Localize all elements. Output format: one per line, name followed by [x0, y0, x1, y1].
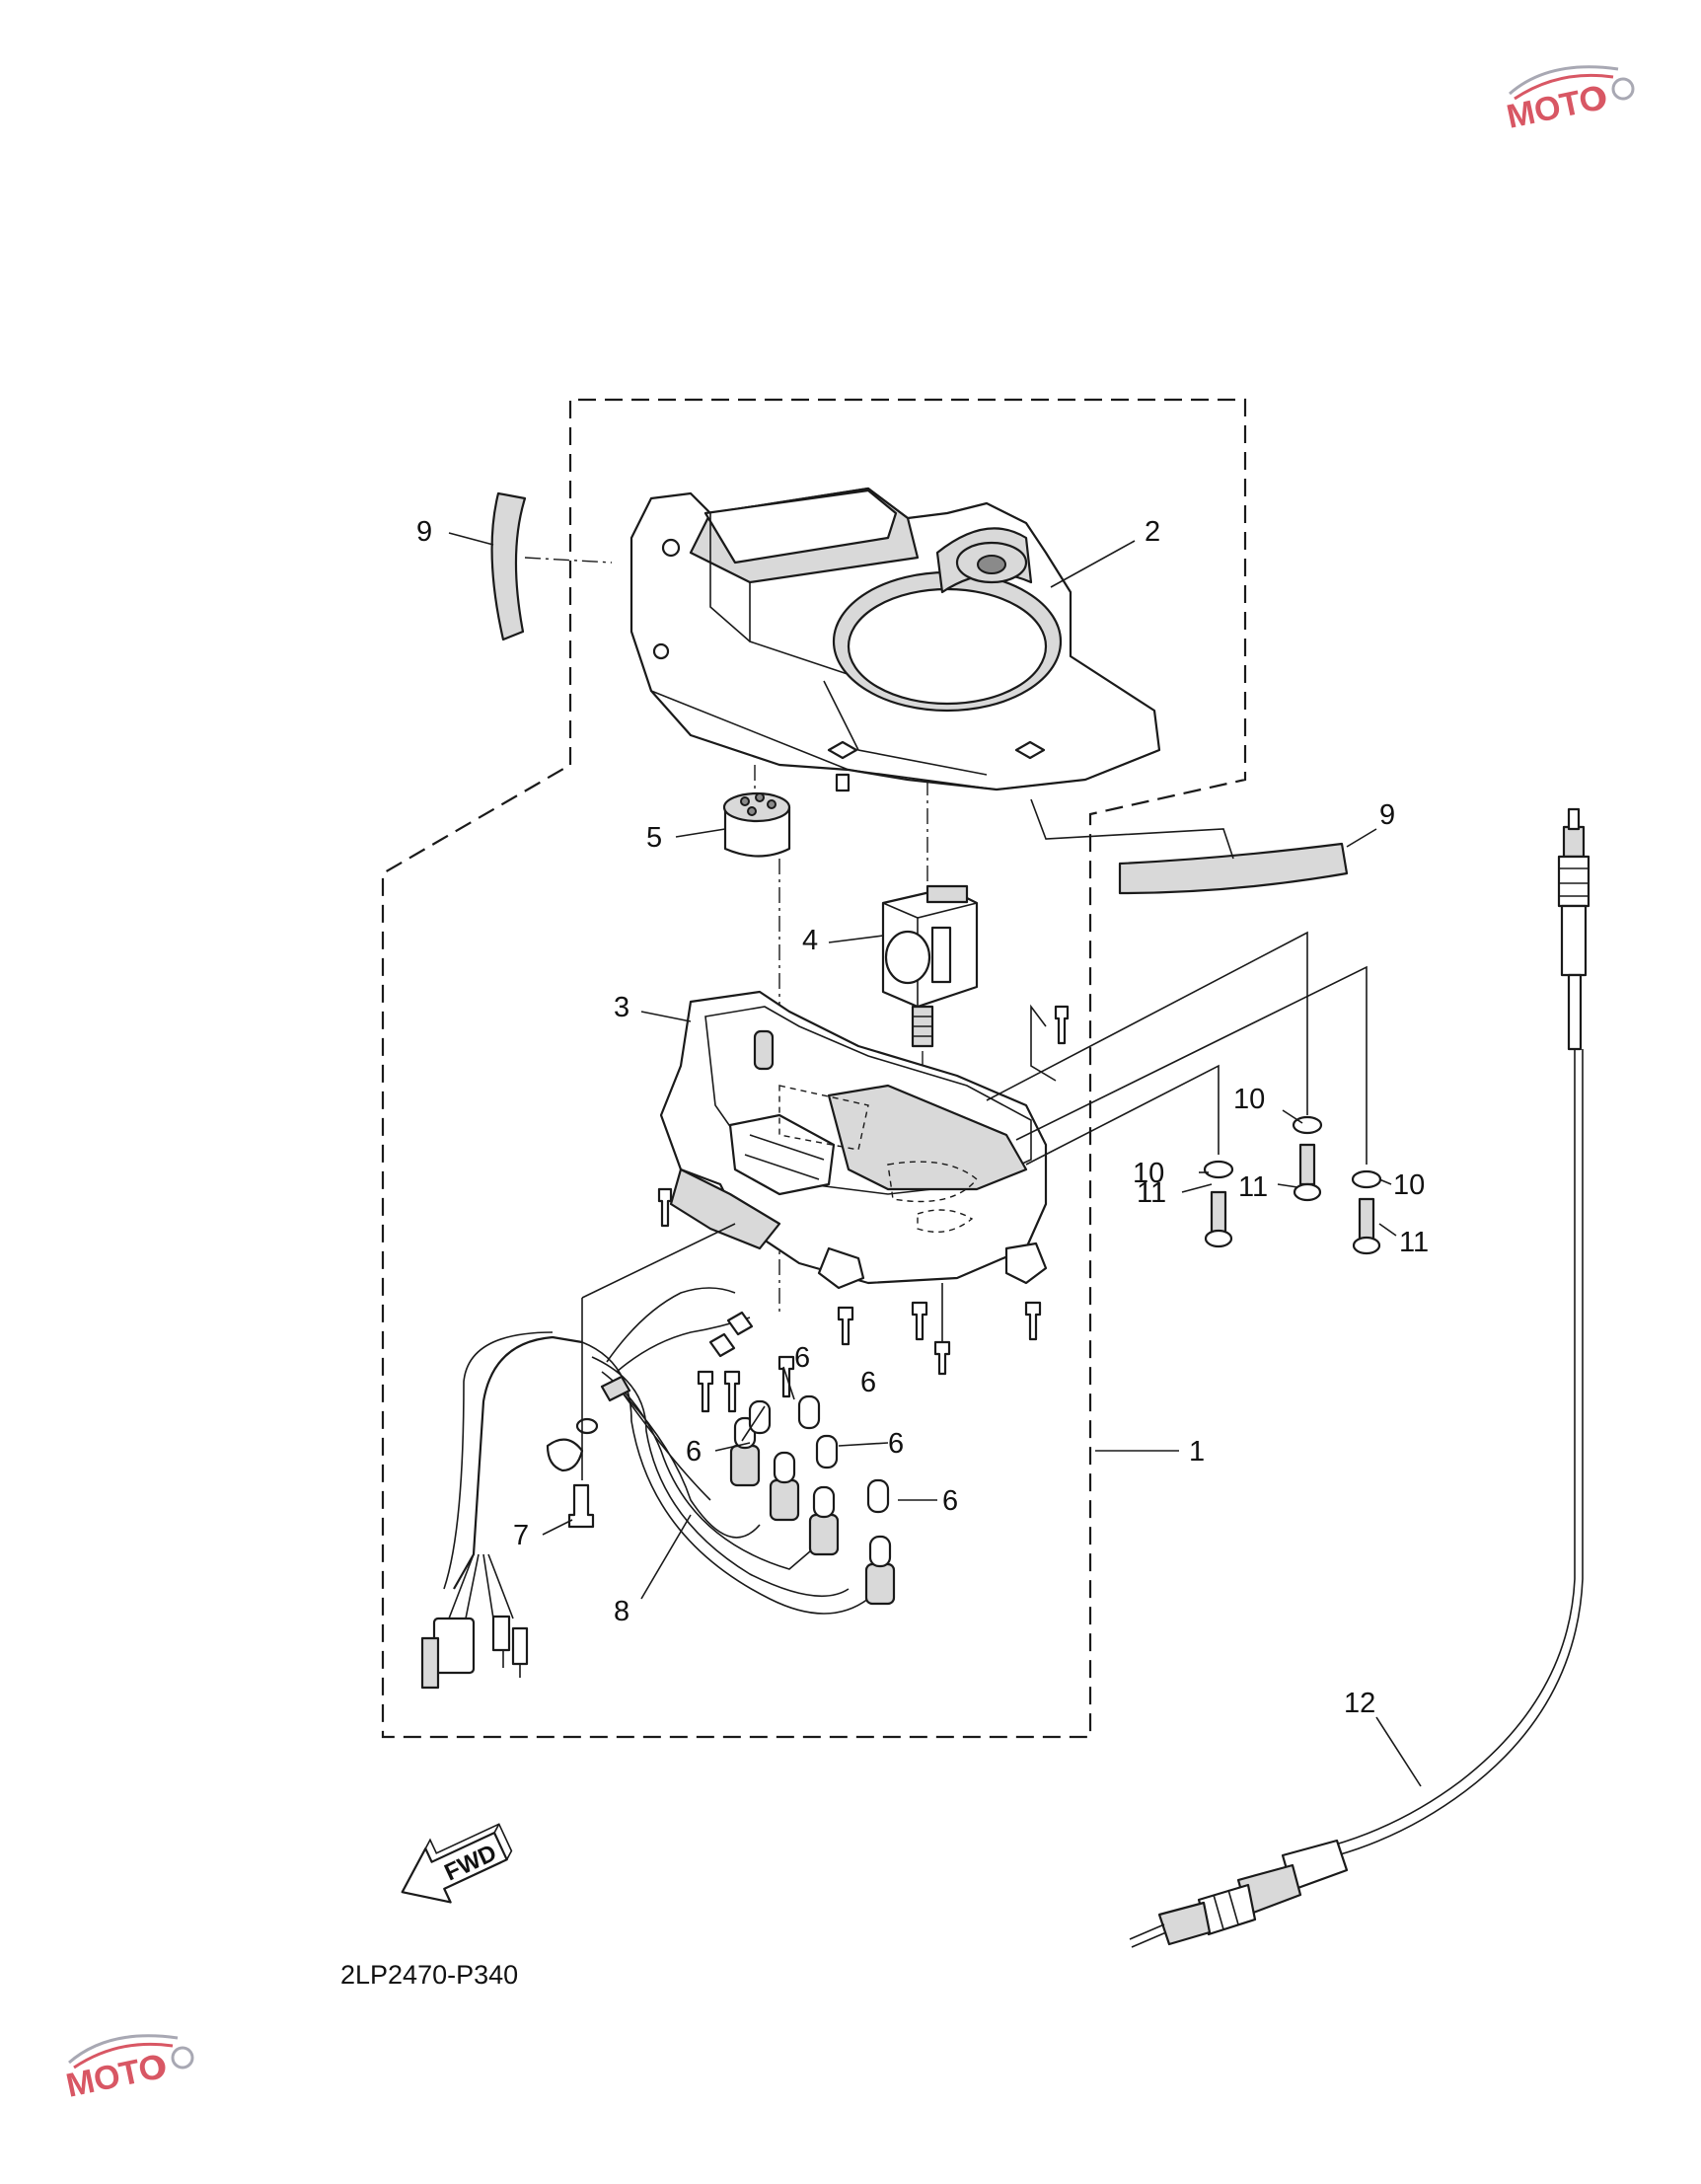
washers: [1203, 1115, 1382, 1189]
mounting-lines: [986, 931, 1368, 1166]
callout-8: 8: [614, 1596, 629, 1627]
callout-2: 2: [1145, 516, 1160, 548]
callouts: 1 2 3 4 5 6 6 6 6 6 7 8 9 9 10 10 10 11 …: [416, 516, 1429, 1719]
callout-10c: 10: [1393, 1169, 1425, 1201]
speedometer-cable: [1129, 807, 1590, 1948]
harness-screw: [567, 1483, 595, 1529]
case-screws: [657, 1005, 1070, 1413]
callout-9-right: 9: [1379, 799, 1395, 831]
callout-11b: 11: [1137, 1177, 1166, 1209]
callout-10a: 10: [1233, 1084, 1265, 1115]
cushion-strip-right: [1118, 842, 1349, 895]
watermark-logo-top: MOTO: [1504, 65, 1635, 136]
callout-11a: 11: [1238, 1171, 1268, 1203]
callout-4: 4: [802, 925, 818, 956]
callout-5: 5: [646, 822, 662, 854]
callout-1: 1: [1189, 1436, 1205, 1468]
callout-6b: 6: [860, 1367, 876, 1398]
callout-6d: 6: [686, 1436, 702, 1468]
drawing-code: 2LP2470-P340: [340, 1960, 518, 1990]
fwd-arrow: FWD: [401, 1823, 513, 1904]
callout-6a: 6: [794, 1342, 810, 1374]
speedometer-drive: [881, 884, 979, 1048]
bulb-sockets: [729, 1394, 896, 1606]
wire-harness: [420, 1287, 884, 1690]
meter-light-unit: [722, 791, 791, 858]
cushion-strip-left: [490, 491, 527, 641]
meter-lower-case: [659, 990, 1048, 1290]
callout-3: 3: [614, 992, 629, 1023]
callout-7: 7: [513, 1520, 529, 1551]
assembly-boundary: [381, 398, 1247, 1739]
meter-case: [629, 487, 1161, 792]
callout-leaders: [448, 532, 1422, 1787]
callout-11c: 11: [1399, 1227, 1429, 1258]
watermark-logo-bottom: MOTO: [63, 2034, 194, 2105]
callout-6c: 6: [888, 1428, 904, 1460]
callout-12: 12: [1344, 1688, 1375, 1719]
callout-9-left: 9: [416, 516, 432, 548]
callout-10b: 10: [1133, 1158, 1164, 1189]
mounting-bolts: [1204, 1143, 1381, 1255]
callout-6e: 6: [942, 1485, 958, 1517]
